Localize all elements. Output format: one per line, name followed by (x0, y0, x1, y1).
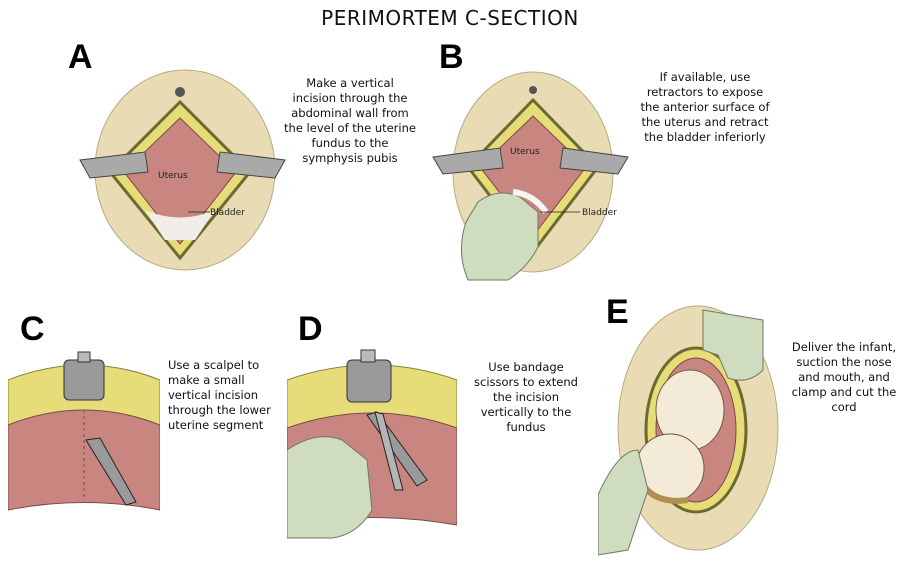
panel-e-caption: Deliver the infant, suction the nose and… (788, 340, 900, 415)
uterus-label: Uterus (158, 171, 188, 181)
panel-c-illustration (8, 350, 160, 515)
panel-e-illustration (598, 300, 788, 558)
bladder-label: Bladder (582, 208, 617, 218)
panel-b-caption: If available, use retractors to expose t… (640, 70, 770, 145)
panel-a-caption: Make a vertical incision through the abd… (284, 76, 416, 166)
bladder-label: Bladder (210, 208, 245, 218)
panel-c-letter: C (20, 310, 45, 349)
uterus-label: Uterus (510, 147, 540, 157)
panel-b-illustration: Uterus Bladder (428, 62, 648, 287)
panel-d-caption: Use bandage scissors to extend the incis… (466, 360, 586, 435)
panel-a-illustration: Uterus Bladder (60, 60, 295, 275)
panel-c-caption: Use a scalpel to make a small vertical i… (168, 358, 288, 433)
page-title: PERIMORTEM C-SECTION (0, 6, 900, 30)
panel-d-illustration (287, 340, 457, 540)
